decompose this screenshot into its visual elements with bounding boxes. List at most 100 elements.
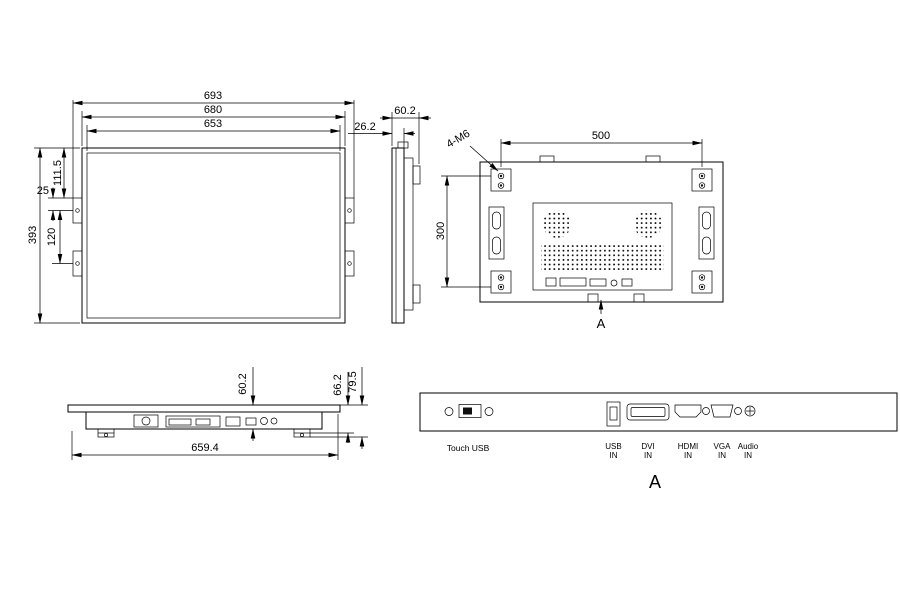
front-bracket-left-top xyxy=(72,197,83,224)
jack xyxy=(260,417,268,425)
port xyxy=(245,417,257,426)
bracket-hole xyxy=(75,208,80,213)
screw-hole xyxy=(702,407,710,415)
dim-side-total-depth: 60.2 xyxy=(380,105,431,164)
bottom-front-strip xyxy=(67,404,341,413)
dim-text-25: 25 xyxy=(37,185,49,197)
rear-bottom-cutout xyxy=(633,293,645,303)
callout-mount-holes: 4-M6 xyxy=(445,128,499,172)
bottom-body-outline xyxy=(85,411,323,430)
ventilation-grille xyxy=(541,244,664,270)
dim-bracket-top-offset: 111.5 xyxy=(48,147,73,199)
audio-in-jack xyxy=(744,405,756,417)
dim-vesa-height: 300 xyxy=(435,175,491,288)
audio-label: Audio xyxy=(738,442,759,451)
hdmi-in-port xyxy=(674,404,702,418)
front-bracket-right-top xyxy=(344,197,355,224)
dim-vesa-width: 500 xyxy=(500,130,703,167)
side-rear-housing xyxy=(403,157,414,311)
dim-width-outer: 693 xyxy=(72,90,355,198)
hdmi-label-dir: IN xyxy=(684,451,692,460)
dim-text-66-2: 66.2 xyxy=(332,374,344,395)
rear-corner-brackets xyxy=(490,168,713,294)
jack xyxy=(270,417,278,425)
vga-label-dir: IN xyxy=(718,451,726,460)
vga-in-port xyxy=(702,404,742,418)
port xyxy=(225,416,241,427)
detail-view-a: Touch USB USB IN DVI IN xyxy=(419,392,898,492)
dim-text-111-5: 111.5 xyxy=(52,160,64,186)
rear-connector-cutouts xyxy=(545,277,633,287)
dvi-label: DVI xyxy=(641,442,654,451)
audio-label-dir: IN xyxy=(744,451,752,460)
touch-usb-connector xyxy=(444,404,494,418)
screw-hole xyxy=(444,407,454,416)
section-arrow: A xyxy=(597,299,606,331)
front-bracket-left-bottom xyxy=(72,250,83,277)
front-screen-outline xyxy=(86,152,341,319)
detail-panel-outline xyxy=(419,392,898,432)
dim-width-screen: 653 xyxy=(86,118,341,151)
dim-text-653: 653 xyxy=(204,118,222,130)
side-rear-tab-top xyxy=(412,165,421,185)
dim-text-393: 393 xyxy=(27,226,39,244)
section-arrow-label: A xyxy=(597,316,606,331)
usb-label-dir: IN xyxy=(610,451,618,460)
callout-text-4-m6: 4-M6 xyxy=(445,128,473,151)
front-bracket-right-bottom xyxy=(344,250,355,277)
dim-bracket-pitch: 120 xyxy=(46,210,73,264)
port-labels: USB IN DVI IN HDMI IN VGA IN Audio IN xyxy=(605,442,759,460)
usb-in-port xyxy=(606,401,621,427)
usb-label: USB xyxy=(605,442,621,451)
dim-text-120: 120 xyxy=(46,228,58,246)
touch-usb-label: Touch USB xyxy=(447,443,490,453)
dim-bracket-hole-offset: 25 xyxy=(37,185,73,221)
ac-inlet xyxy=(133,414,159,428)
side-rear-tab-bottom xyxy=(412,284,421,304)
port-strip xyxy=(165,415,221,428)
dvi-label-dir: IN xyxy=(644,451,652,460)
side-top-hook xyxy=(397,141,409,149)
detail-section-label: A xyxy=(649,472,661,492)
dim-text-300: 300 xyxy=(435,222,447,240)
vga-label: VGA xyxy=(714,442,732,451)
dim-bottom-total-depth: 79.5 xyxy=(310,367,368,449)
side-view: 60.2 26.2 xyxy=(348,105,431,324)
ac-inlet-pin xyxy=(141,416,151,426)
rear-module-outline xyxy=(532,202,673,291)
rear-top-hook-left xyxy=(539,155,555,163)
mount-holes xyxy=(497,172,706,291)
bottom-view: 60.2 66.2 79.5 659.4 xyxy=(67,367,368,460)
rear-bottom-cutout xyxy=(587,293,599,303)
speaker-grille-left xyxy=(543,210,571,238)
dim-text-26-2: 26.2 xyxy=(354,121,375,133)
dim-width-frame: 680 xyxy=(81,104,346,146)
side-body-outline xyxy=(391,147,405,324)
speaker-grille-right xyxy=(634,210,662,238)
dim-bottom-body-depth: 60.2 xyxy=(237,367,256,441)
front-panel-outline xyxy=(81,147,346,324)
rear-top-hook-right xyxy=(645,155,661,163)
tab-hole xyxy=(104,433,108,437)
front-view: 693 680 653 393 111.5 xyxy=(27,90,355,324)
rear-module xyxy=(532,202,673,303)
dvi-in-port xyxy=(626,403,670,421)
dim-text-693: 693 xyxy=(204,90,222,102)
bracket-hole xyxy=(347,208,352,213)
dim-text-60-2-side: 60.2 xyxy=(394,105,415,117)
dim-side-front-depth: 26.2 xyxy=(348,121,415,156)
dim-text-680: 680 xyxy=(204,104,222,116)
hdmi-label: HDMI xyxy=(678,442,698,451)
tab-hole xyxy=(300,433,304,437)
rear-side-rails xyxy=(488,206,715,260)
touch-usb-port xyxy=(458,404,482,418)
dim-text-500: 500 xyxy=(592,130,610,142)
dim-text-79-5: 79.5 xyxy=(347,371,359,392)
dim-text-659-4: 659.4 xyxy=(191,442,219,454)
dim-bottom-width: 659.4 xyxy=(71,414,339,460)
bracket-hole xyxy=(75,261,80,266)
bottom-connectors xyxy=(133,414,278,428)
screw-hole xyxy=(484,407,494,416)
